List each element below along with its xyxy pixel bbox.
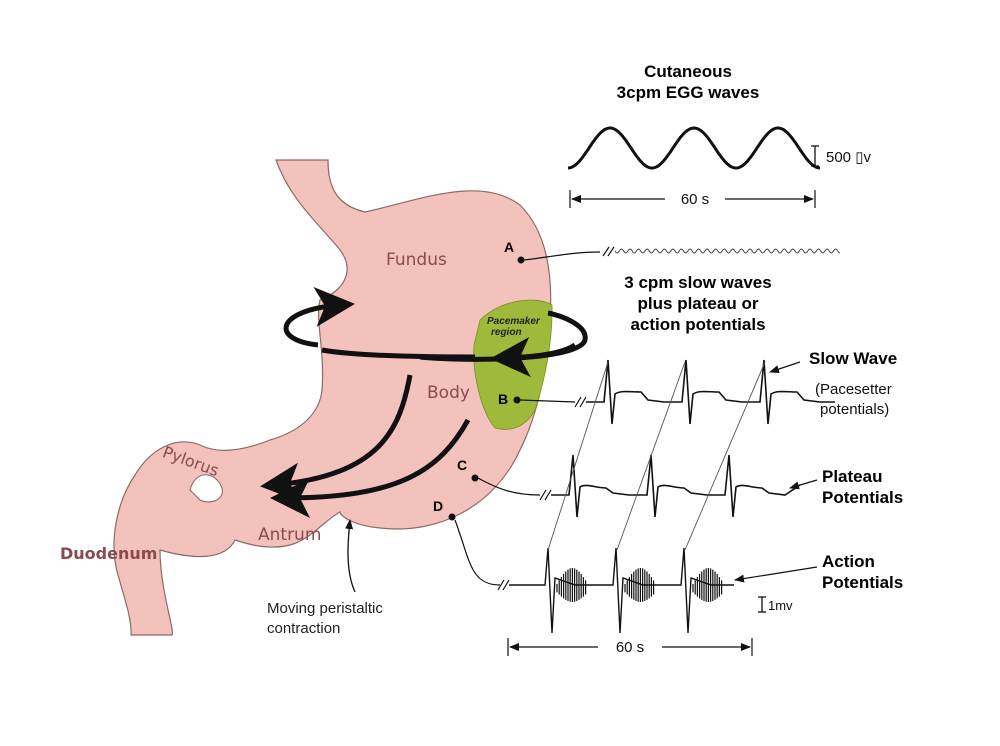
duodenum-label: Duodenum [60, 544, 157, 563]
point-d-label: D [433, 498, 443, 514]
peristalsis-caption-1: Moving peristaltic [267, 600, 383, 617]
pacemaker-label-1: Pacemaker [487, 316, 541, 327]
action-potential-bursts [556, 568, 723, 602]
peristalsis-arrow-2 [270, 418, 471, 518]
action-label-1: Action [822, 552, 875, 571]
stomach-outline [113, 159, 552, 636]
trace-d-lead [454, 519, 501, 586]
egg-time-label: 60 s [681, 191, 709, 208]
stomach-illustration [113, 159, 553, 636]
slow-wave-desc-3: action potentials [630, 315, 765, 334]
egg-time-scale: 60 s [569, 190, 816, 208]
egg-wave-trace [567, 126, 821, 170]
action-burst-1 [556, 568, 587, 602]
rotation-arrow-head [490, 337, 577, 377]
point-c-label: C [457, 457, 467, 473]
trace-c-lead [477, 477, 541, 496]
traces-time-scale: 60 s [507, 638, 753, 656]
trace-d-action [509, 547, 734, 634]
trace-b-lead [519, 399, 576, 403]
peristalsis-arrows [260, 374, 471, 518]
rotation-arrow-cross [321, 347, 476, 360]
trace-a-break [602, 246, 615, 257]
fundus-label: Fundus [386, 250, 447, 270]
pacemaker-label-2: region [491, 327, 522, 338]
electrode-c [471, 474, 479, 482]
electrode-a [517, 256, 525, 264]
plateau-pointer [789, 479, 818, 490]
trace-c-plateau [551, 454, 801, 518]
point-b-label: B [498, 391, 508, 407]
peristalsis-caption-2: contraction [267, 620, 340, 637]
point-a-label: A [504, 239, 514, 255]
egg-title-2: 3cpm EGG waves [617, 83, 760, 102]
action-pointer [734, 566, 818, 583]
electrode-points: A B C D [433, 239, 525, 521]
traces-time-label: 60 s [616, 639, 644, 656]
peristalsis-pointer [345, 519, 356, 593]
action-label-2: Potentials [822, 573, 903, 592]
trace-a-lead [523, 251, 601, 261]
propagation-lines [547, 361, 766, 551]
slow-wave-desc-2: plus plateau or [638, 294, 759, 313]
egg-title-1: Cutaneous [644, 62, 732, 81]
trace-b-slow-wave [586, 359, 835, 425]
action-burst-3 [692, 568, 723, 602]
slow-wave-sub-2: potentials) [820, 401, 889, 418]
slow-wave-desc-1: 3 cpm slow waves [624, 273, 771, 292]
body-label: Body [427, 383, 470, 403]
rotation-arrow [283, 286, 588, 377]
slow-wave-pointer [769, 361, 801, 373]
slow-wave-title: Slow Wave [809, 349, 897, 368]
egg-amplitude-label: 500 ▯v [826, 149, 871, 166]
trace-a-wave [614, 248, 841, 254]
electrode-d [448, 513, 456, 521]
plateau-label-1: Plateau [822, 467, 882, 486]
electrode-b [513, 396, 521, 404]
mv-label: 1mv [768, 598, 793, 613]
plateau-label-2: Potentials [822, 488, 903, 507]
rotation-arrow-back [283, 286, 355, 348]
antrum-label: Antrum [258, 525, 321, 545]
action-burst-2 [624, 568, 655, 602]
mv-scale-bar: 1mv [758, 596, 793, 613]
pylorus-notch [189, 474, 223, 503]
slow-wave-sub-1: (Pacesetter [815, 381, 892, 398]
